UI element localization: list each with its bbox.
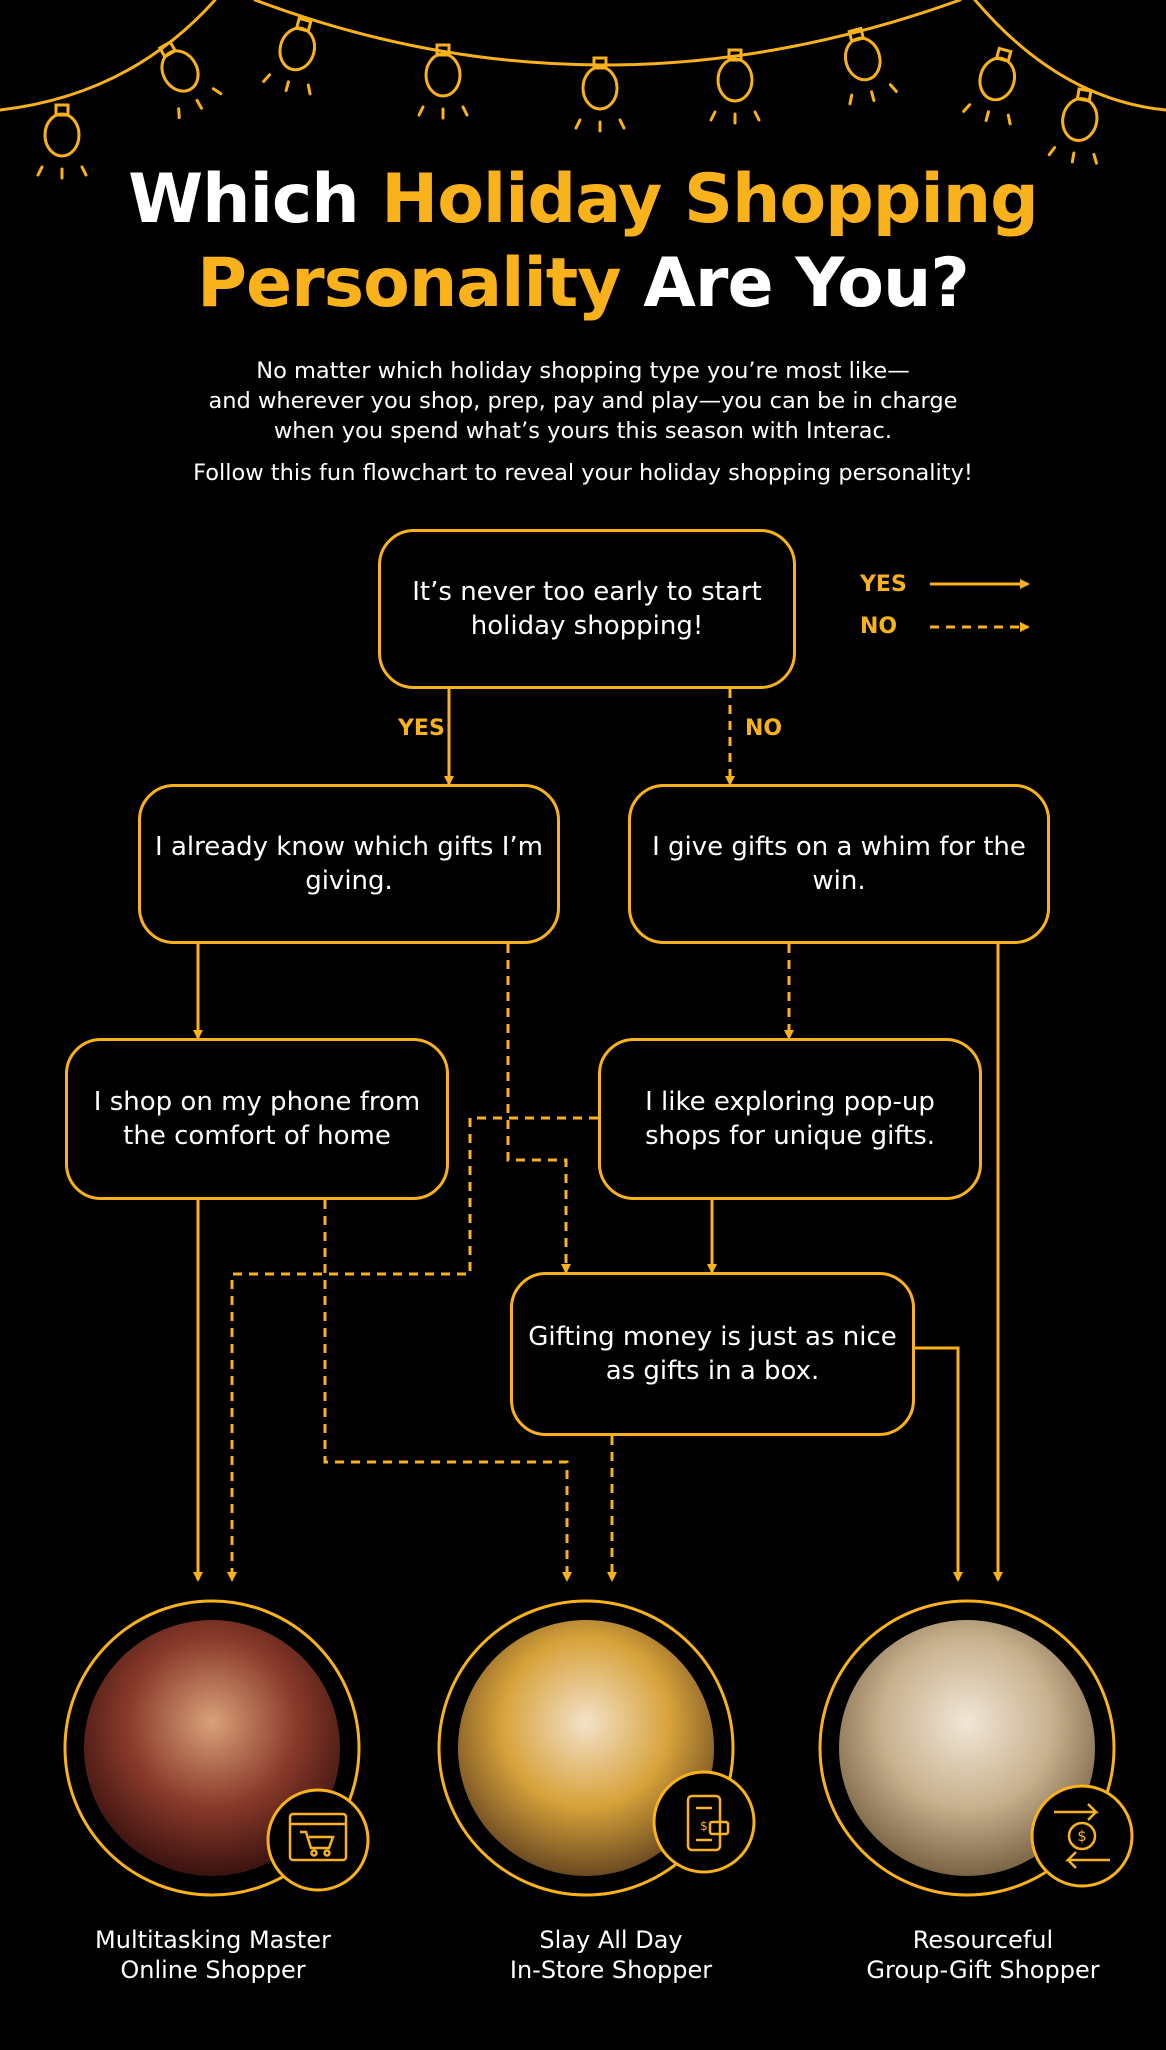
- title-highlight: Holiday Shopping: [381, 160, 1039, 239]
- mobile-wallet-icon: $: [686, 1794, 730, 1852]
- personality-online: [63, 1599, 370, 1897]
- personality-title-line: In-Store Shopper: [509, 1956, 713, 1984]
- intro-line: and wherever you shop, prep, pay and pla…: [208, 388, 958, 414]
- node-know-gifts: I already know which gifts I’m giving.: [138, 784, 560, 944]
- title-text: Are You?: [620, 244, 970, 323]
- personality-title-line: Resourceful: [912, 1926, 1054, 1954]
- node-money: Gifting money is just as nice as gifts i…: [510, 1272, 915, 1436]
- page-title: Which Holiday Shopping Personality Are Y…: [0, 158, 1166, 326]
- edge-no-label: NO: [745, 716, 783, 741]
- node-popup: I like exploring pop-up shops for unique…: [598, 1038, 982, 1200]
- intro-line: No matter which holiday shopping type yo…: [256, 358, 910, 384]
- personality-title-line: Slay All Day: [539, 1926, 683, 1954]
- instore-shopper-photo: [458, 1620, 714, 1876]
- node-phone: I shop on my phone from the comfort of h…: [65, 1038, 449, 1200]
- node-whim: I give gifts on a whim for the win.: [628, 784, 1050, 944]
- personality-title-instore: Slay All Day In-Store Shopper: [451, 1925, 771, 1985]
- personality-instore: $: [437, 1599, 756, 1897]
- personality-group: $: [818, 1599, 1134, 1897]
- title-highlight: Personality: [197, 244, 621, 323]
- personality-title-group: Resourceful Group-Gift Shopper: [823, 1925, 1143, 1985]
- personality-title-line: Online Shopper: [120, 1956, 306, 1984]
- node-know-gifts-text: I already know which gifts I’m giving.: [155, 832, 543, 896]
- string-lights-decoration: [0, 0, 1166, 180]
- edge-know-no: [506, 944, 571, 1274]
- edge-phone-no: [323, 1200, 572, 1582]
- legend-yes-label: YES: [860, 572, 907, 597]
- node-whim-text: I give gifts on a whim for the win.: [652, 832, 1026, 896]
- personality-title-online: Multitasking Master Online Shopper: [53, 1925, 373, 1985]
- edge-money-yes: [915, 1346, 963, 1582]
- intro-line: when you spend what’s yours this season …: [273, 418, 893, 444]
- node-start: It’s never too early to start holiday sh…: [378, 529, 796, 689]
- personality-title-line: Multitasking Master: [95, 1926, 331, 1954]
- svg-text:$: $: [700, 1819, 708, 1833]
- svg-text:$: $: [1077, 1827, 1087, 1845]
- intro-follow: Follow this fun flowchart to reveal your…: [193, 460, 973, 486]
- edge-yes-label: YES: [398, 716, 445, 741]
- group-shopper-photo: [839, 1620, 1095, 1876]
- intro-text: No matter which holiday shopping type yo…: [140, 356, 1026, 488]
- edge-popup-no: [227, 1116, 598, 1582]
- personality-title-line: Group-Gift Shopper: [866, 1956, 1100, 1984]
- node-phone-text: I shop on my phone from the comfort of h…: [93, 1087, 421, 1151]
- money-transfer-icon: $: [1054, 1803, 1110, 1869]
- title-text: Which: [128, 160, 382, 239]
- shopping-cart-icon: [288, 1812, 348, 1862]
- node-popup-text: I like exploring pop-up shops for unique…: [644, 1087, 936, 1151]
- node-start-text: It’s never too early to start holiday sh…: [412, 577, 762, 641]
- node-money-text: Gifting money is just as nice as gifts i…: [528, 1322, 897, 1386]
- legend-no-label: NO: [860, 614, 898, 639]
